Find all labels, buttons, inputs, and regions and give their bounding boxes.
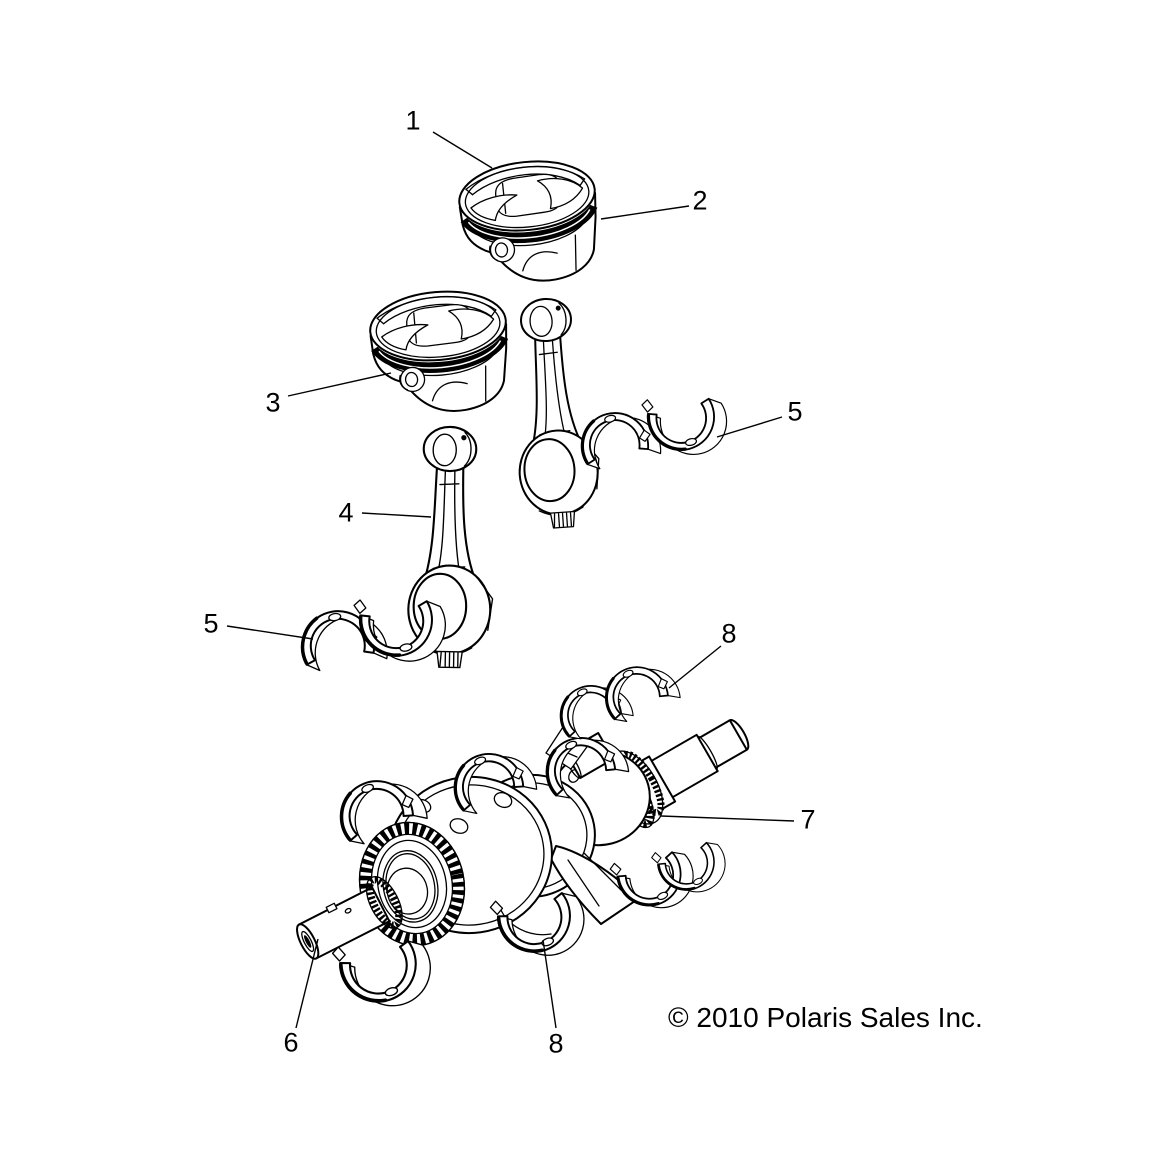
leader-lines [226, 131, 795, 1029]
leader-line-5-left [226, 625, 314, 640]
callout-4: 4 [338, 497, 354, 528]
leader-line-5-right [716, 416, 783, 438]
leader-line-2 [600, 205, 690, 220]
leader-line-8-top [668, 645, 722, 689]
connecting-rod-right [506, 295, 605, 532]
callout-7: 7 [800, 804, 816, 835]
leader-line-8-bottom [542, 939, 557, 1029]
piston-2 [367, 286, 513, 418]
callout-6: 6 [283, 1027, 299, 1058]
callout-8-bottom: 8 [548, 1028, 564, 1059]
callout-1: 1 [405, 105, 421, 136]
main-bearing-pair-top [549, 651, 684, 746]
leader-line-7 [660, 815, 795, 822]
leader-line-1 [432, 131, 493, 169]
leader-line-4 [361, 512, 432, 518]
leader-line-6 [295, 938, 319, 1029]
callout-2: 2 [692, 185, 708, 216]
crankshaft [296, 718, 750, 960]
leader-line-3 [287, 372, 392, 397]
callout-5-left: 5 [203, 608, 219, 639]
callout-8-top: 8 [721, 618, 737, 649]
callout-5-right: 5 [787, 396, 803, 427]
crank-counterweight [550, 845, 639, 925]
callout-3: 3 [265, 387, 281, 418]
piston-1 [456, 155, 604, 289]
copyright-text: © 2010 Polaris Sales Inc. [668, 1002, 983, 1033]
